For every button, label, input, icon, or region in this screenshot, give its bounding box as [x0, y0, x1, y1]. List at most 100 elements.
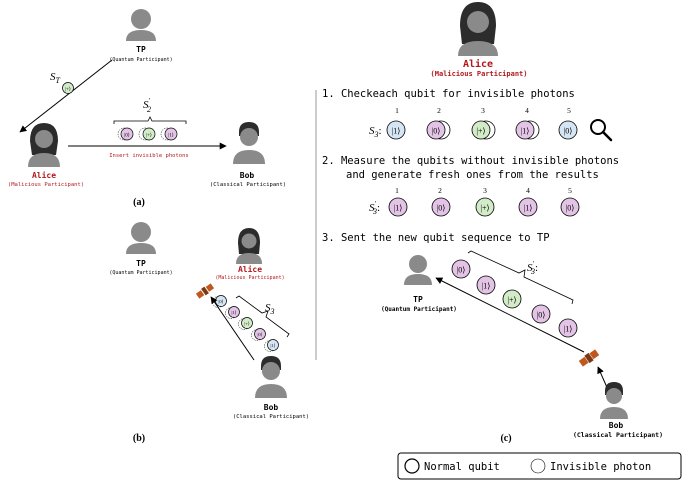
s3-sequence-c: |1⟩ |0⟩ |+⟩ |1⟩ |0⟩	[386, 120, 578, 140]
legend-invisible-label: Invisible photon	[550, 461, 651, 473]
seq3-qubit-1-label: |0⟩	[457, 266, 466, 275]
s2-qubit-1	[120, 127, 134, 141]
st-label: ST	[50, 71, 61, 85]
s3c-qubit-3-label: |+⟩	[476, 127, 485, 136]
s3c-qubit-4-label: |1⟩	[521, 127, 530, 136]
seq3-qubit-3-label: |+⟩	[507, 296, 516, 305]
bob-name-a: Bob	[240, 171, 255, 180]
to-tp-arrow	[435, 277, 585, 353]
seq3-qubit-2-label: |1⟩	[482, 282, 491, 291]
satellite-icon-c	[578, 349, 600, 367]
s3p-label-diag: S'3:	[527, 260, 538, 276]
tp-name-b: TP	[136, 259, 146, 268]
alice-name-c: Alice	[463, 58, 493, 70]
bob-person-icon-b	[255, 356, 287, 398]
step1-indices: 1 2 3 4 5	[395, 106, 571, 115]
panel-a: TP (Quantum Participant) ST |+⟩ Alice (M…	[8, 9, 286, 208]
step-2-line2: and generate fresh ones from the results	[346, 169, 599, 181]
legend-invisible-swatch	[530, 458, 546, 474]
s2-qubit-1-label: |0⟩	[124, 133, 130, 139]
caption-c: (c)	[500, 433, 511, 444]
step-1-text: 1. Checkeach qubit for invisible photons	[322, 88, 575, 100]
alice-person-icon-c	[458, 2, 498, 56]
s3p-qubit-5-label: |0⟩	[566, 204, 575, 213]
alice-role-a: (Malicious Participant)	[8, 182, 84, 188]
tp-name-a: TP	[136, 45, 146, 54]
s2-label: S'2	[143, 97, 151, 114]
alice-person-icon-b	[236, 228, 262, 264]
tp-role-a: (Quantum Participant)	[109, 57, 172, 63]
s3c-qubit-1-label: |1⟩	[392, 127, 401, 136]
seq3-sequence-c: |0⟩ |1⟩ |+⟩ |0⟩ |1⟩	[451, 259, 578, 338]
s3b-qubit-4	[254, 328, 266, 340]
panel-b: TP (Quantum Participant) Alice (Maliciou…	[109, 222, 309, 444]
idx1-4: 4	[525, 106, 529, 115]
idx2-2: 2	[438, 186, 442, 195]
s3c-qubit-2	[426, 120, 446, 140]
panel-c: Alice (Malicious Participant) 1. Checkea…	[322, 2, 663, 444]
s3c-qubit-5-label: |0⟩	[564, 127, 573, 136]
idx1-3: 3	[481, 106, 485, 115]
s3p-qubit-3	[475, 197, 495, 217]
s3c-qubit-4	[515, 120, 535, 140]
st-qubit-label: |+⟩	[65, 87, 71, 93]
seq3-qubit-5	[558, 318, 578, 338]
s2-qubit-3	[164, 127, 178, 141]
bob-role-c: (Classical Participant)	[573, 431, 663, 439]
bob-name-c: Bob	[609, 421, 624, 430]
alice-person-icon-a	[28, 123, 60, 167]
s3c-qubit-1	[386, 120, 406, 140]
tp-role-b: (Quantum Participant)	[109, 270, 172, 276]
s3-brace-b	[235, 295, 290, 338]
step-2-line1: 2. Measure the qubits without invisible …	[322, 155, 619, 167]
s2-brace	[113, 116, 187, 124]
s3c-qubit-3	[471, 120, 491, 140]
s3p-qubit-2	[431, 197, 451, 217]
alice-role-b: (Malicious Participant)	[215, 275, 284, 281]
st-arrow	[19, 59, 113, 133]
s2-qubit-2-label: |+⟩	[146, 133, 152, 139]
caption-b: (b)	[133, 433, 145, 444]
satellite-icon-b	[195, 283, 215, 299]
bob-role-b: (Classical Participant)	[233, 414, 309, 420]
s3p-qubit-2-label: |0⟩	[437, 204, 446, 213]
s3p-qubit-3-label: |+⟩	[480, 204, 489, 213]
s3p-sequence-c: |1⟩ |0⟩ |+⟩ |1⟩ |0⟩	[388, 197, 580, 217]
seq3-qubit-1	[451, 259, 471, 279]
insert-invisible-text: Insert invisible photons	[109, 153, 188, 159]
seq3-qubit-5-label: |1⟩	[564, 325, 573, 334]
alice-name-a: Alice	[32, 170, 56, 180]
s3b-qubit-2	[228, 306, 240, 318]
s3p-qubit-4	[518, 197, 538, 217]
legend-normal-label: Normal qubit	[424, 461, 500, 473]
seq3-qubit-4-label: |0⟩	[537, 311, 546, 320]
idx1-1: 1	[395, 106, 399, 115]
seq3-qubit-4	[531, 304, 551, 324]
idx2-1: 1	[395, 186, 399, 195]
caption-a: (a)	[133, 197, 145, 208]
tp-name-c: TP	[413, 295, 423, 304]
tp-person-icon	[126, 9, 156, 41]
legend: Normal qubit Invisible photon	[397, 452, 682, 480]
s3c-qubit-2-label: |0⟩	[432, 127, 441, 136]
seq3-qubit-3	[502, 289, 522, 309]
s3b-qubit-4-label: |0⟩	[258, 332, 263, 337]
alice-role-c: (Malicious Participant)	[431, 70, 528, 78]
idx2-3: 3	[483, 186, 487, 195]
idx1-2: 2	[437, 106, 441, 115]
seq3-qubit-2	[476, 275, 496, 295]
s3-sequence-b: |0⟩ |1⟩ |+⟩ |0⟩ |1⟩	[212, 295, 279, 352]
magnifier-icon	[590, 119, 613, 142]
idx2-5: 5	[568, 186, 572, 195]
s3c-qubit-5	[558, 120, 578, 140]
s3p-qubit-1	[388, 197, 408, 217]
idx1-5: 5	[567, 106, 571, 115]
s3b-qubit-3-label: |+⟩	[244, 321, 249, 326]
bob-role-a: (Classical Participant)	[210, 182, 286, 188]
s3b-qubit-5-label: |1⟩	[271, 343, 276, 348]
s3-label-b: S3	[265, 302, 275, 316]
s3p-qubit-1-label: |1⟩	[394, 204, 403, 213]
step-3-text: 3. Sent the new qubit sequence to TP	[322, 232, 550, 244]
s3-label-c: S3:	[369, 125, 382, 139]
bob-person-icon-a	[233, 122, 265, 164]
